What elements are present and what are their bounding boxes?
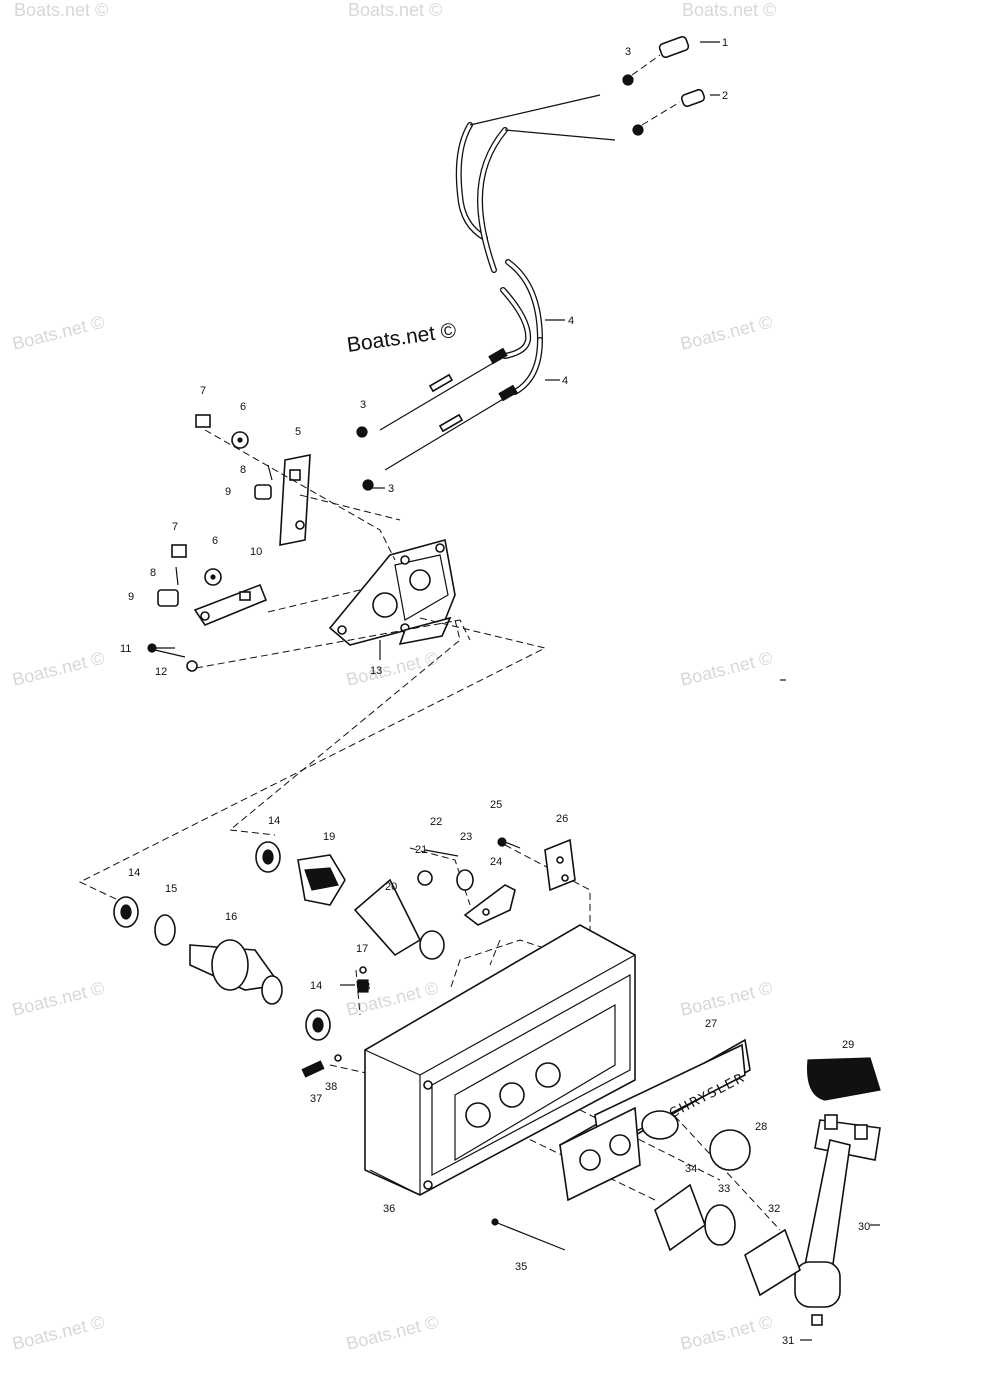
set-screw — [811, 1314, 823, 1326]
watermark: Boats.net © — [10, 978, 106, 1020]
pivot-pin — [157, 589, 179, 607]
callout-8: 8 — [150, 567, 156, 579]
screw — [154, 649, 186, 658]
callout-6: 6 — [212, 535, 218, 547]
callout-labels: 1 2 3 3 3 4 4 5 6 6 7 7 8 8 9 9 10 11 12… — [120, 37, 870, 1347]
callout-25: 25 — [490, 799, 502, 811]
sleeve — [744, 1228, 801, 1297]
callout-14: 14 — [128, 867, 140, 879]
callout-14: 14 — [268, 815, 280, 827]
watermark: Boats.net © — [14, 0, 108, 20]
callout-1: 1 — [722, 37, 728, 49]
callout-36: 36 — [383, 1203, 395, 1215]
watermark: Boats.net © — [678, 648, 774, 690]
lever-assembly — [147, 414, 311, 672]
callout-28: 28 — [755, 1121, 767, 1133]
watermark: Boats.net © — [682, 0, 776, 20]
callout-22: 22 — [430, 816, 442, 828]
callout-3: 3 — [625, 46, 631, 58]
callout-26: 26 — [556, 813, 568, 825]
callout-3: 3 — [360, 399, 366, 411]
watermark: Boats.net © — [344, 1312, 440, 1354]
cable-end-fitting — [680, 88, 706, 108]
watermark: Boats.net © — [10, 312, 106, 354]
ball — [334, 1054, 342, 1062]
pivot-pin — [254, 484, 272, 500]
callout-33: 33 — [718, 1183, 730, 1195]
callout-14: 14 — [310, 980, 322, 992]
callout-37: 37 — [310, 1093, 322, 1105]
callout-30: 30 — [858, 1221, 870, 1233]
bolt — [195, 414, 211, 428]
control-handle — [491, 1057, 881, 1326]
sleeve — [654, 1183, 706, 1252]
control-cables — [379, 94, 616, 471]
seal-ring — [154, 914, 176, 946]
callout-35: 35 — [515, 1261, 527, 1273]
watermark: Boats.net © — [344, 648, 440, 690]
callout-21: 21 — [415, 844, 427, 856]
callout-18: 18 — [358, 981, 370, 993]
bolt — [171, 544, 187, 558]
center-watermark: Boats.net © — [345, 319, 458, 357]
watermark: Boats.net © — [678, 312, 774, 354]
snap-ring — [417, 870, 433, 886]
watermark: Boats.net © — [678, 978, 774, 1020]
hex-nut — [356, 426, 368, 438]
callout-15: 15 — [165, 883, 177, 895]
callout-10: 10 — [250, 546, 262, 558]
callout-31: 31 — [782, 1335, 794, 1347]
hex-nut — [622, 74, 634, 86]
callout-23: 23 — [460, 831, 472, 843]
callout-24: 24 — [490, 856, 502, 868]
indicator-decal — [559, 1106, 641, 1202]
callout-9: 9 — [128, 591, 134, 603]
callout-6: 6 — [240, 401, 246, 413]
through-bolt — [494, 1221, 566, 1251]
callout-2: 2 — [722, 90, 728, 102]
callout-5: 5 — [295, 426, 301, 438]
callout-7: 7 — [172, 521, 178, 533]
callout-38: 38 — [325, 1081, 337, 1093]
cable-end-fittings — [356, 35, 706, 491]
spring — [301, 1060, 325, 1078]
callout-4: 4 — [568, 315, 574, 327]
callout-20: 20 — [385, 881, 397, 893]
watermark: Boats.net © — [348, 0, 442, 20]
cover-disc — [709, 1129, 751, 1171]
spring — [357, 979, 369, 993]
shaft-components — [113, 837, 576, 1078]
callout-16: 16 — [225, 911, 237, 923]
callout-12: 12 — [155, 666, 167, 678]
callout-32: 32 — [768, 1203, 780, 1215]
cable-end-fitting — [658, 35, 690, 59]
callout-19: 19 — [323, 831, 335, 843]
callout-4: 4 — [562, 375, 568, 387]
callout-29: 29 — [842, 1039, 854, 1051]
watermark: Boats.net © — [678, 1312, 774, 1354]
callout-17: 17 — [356, 943, 368, 955]
control-box-housing — [364, 924, 636, 1196]
handle-knob — [807, 1057, 881, 1101]
ball — [359, 966, 367, 974]
callout-8: 8 — [240, 464, 246, 476]
lever-bracket — [279, 454, 311, 546]
callout-3: 3 — [388, 483, 394, 495]
callout-27: 27 — [705, 1018, 717, 1030]
callout-9: 9 — [225, 486, 231, 498]
callout-34: 34 — [685, 1163, 697, 1175]
hex-nut — [632, 124, 644, 136]
washer — [704, 1204, 736, 1246]
lock-washer — [186, 660, 198, 672]
watermark: Boats.net © — [10, 648, 106, 690]
callout-7: 7 — [200, 385, 206, 397]
bracket — [463, 884, 516, 926]
switch-plate — [544, 838, 576, 892]
callout-13: 13 — [370, 665, 382, 677]
watermark: Boats.net © — [10, 1312, 106, 1354]
callout-11: 11 — [120, 643, 131, 655]
leader-lines — [150, 41, 880, 1341]
